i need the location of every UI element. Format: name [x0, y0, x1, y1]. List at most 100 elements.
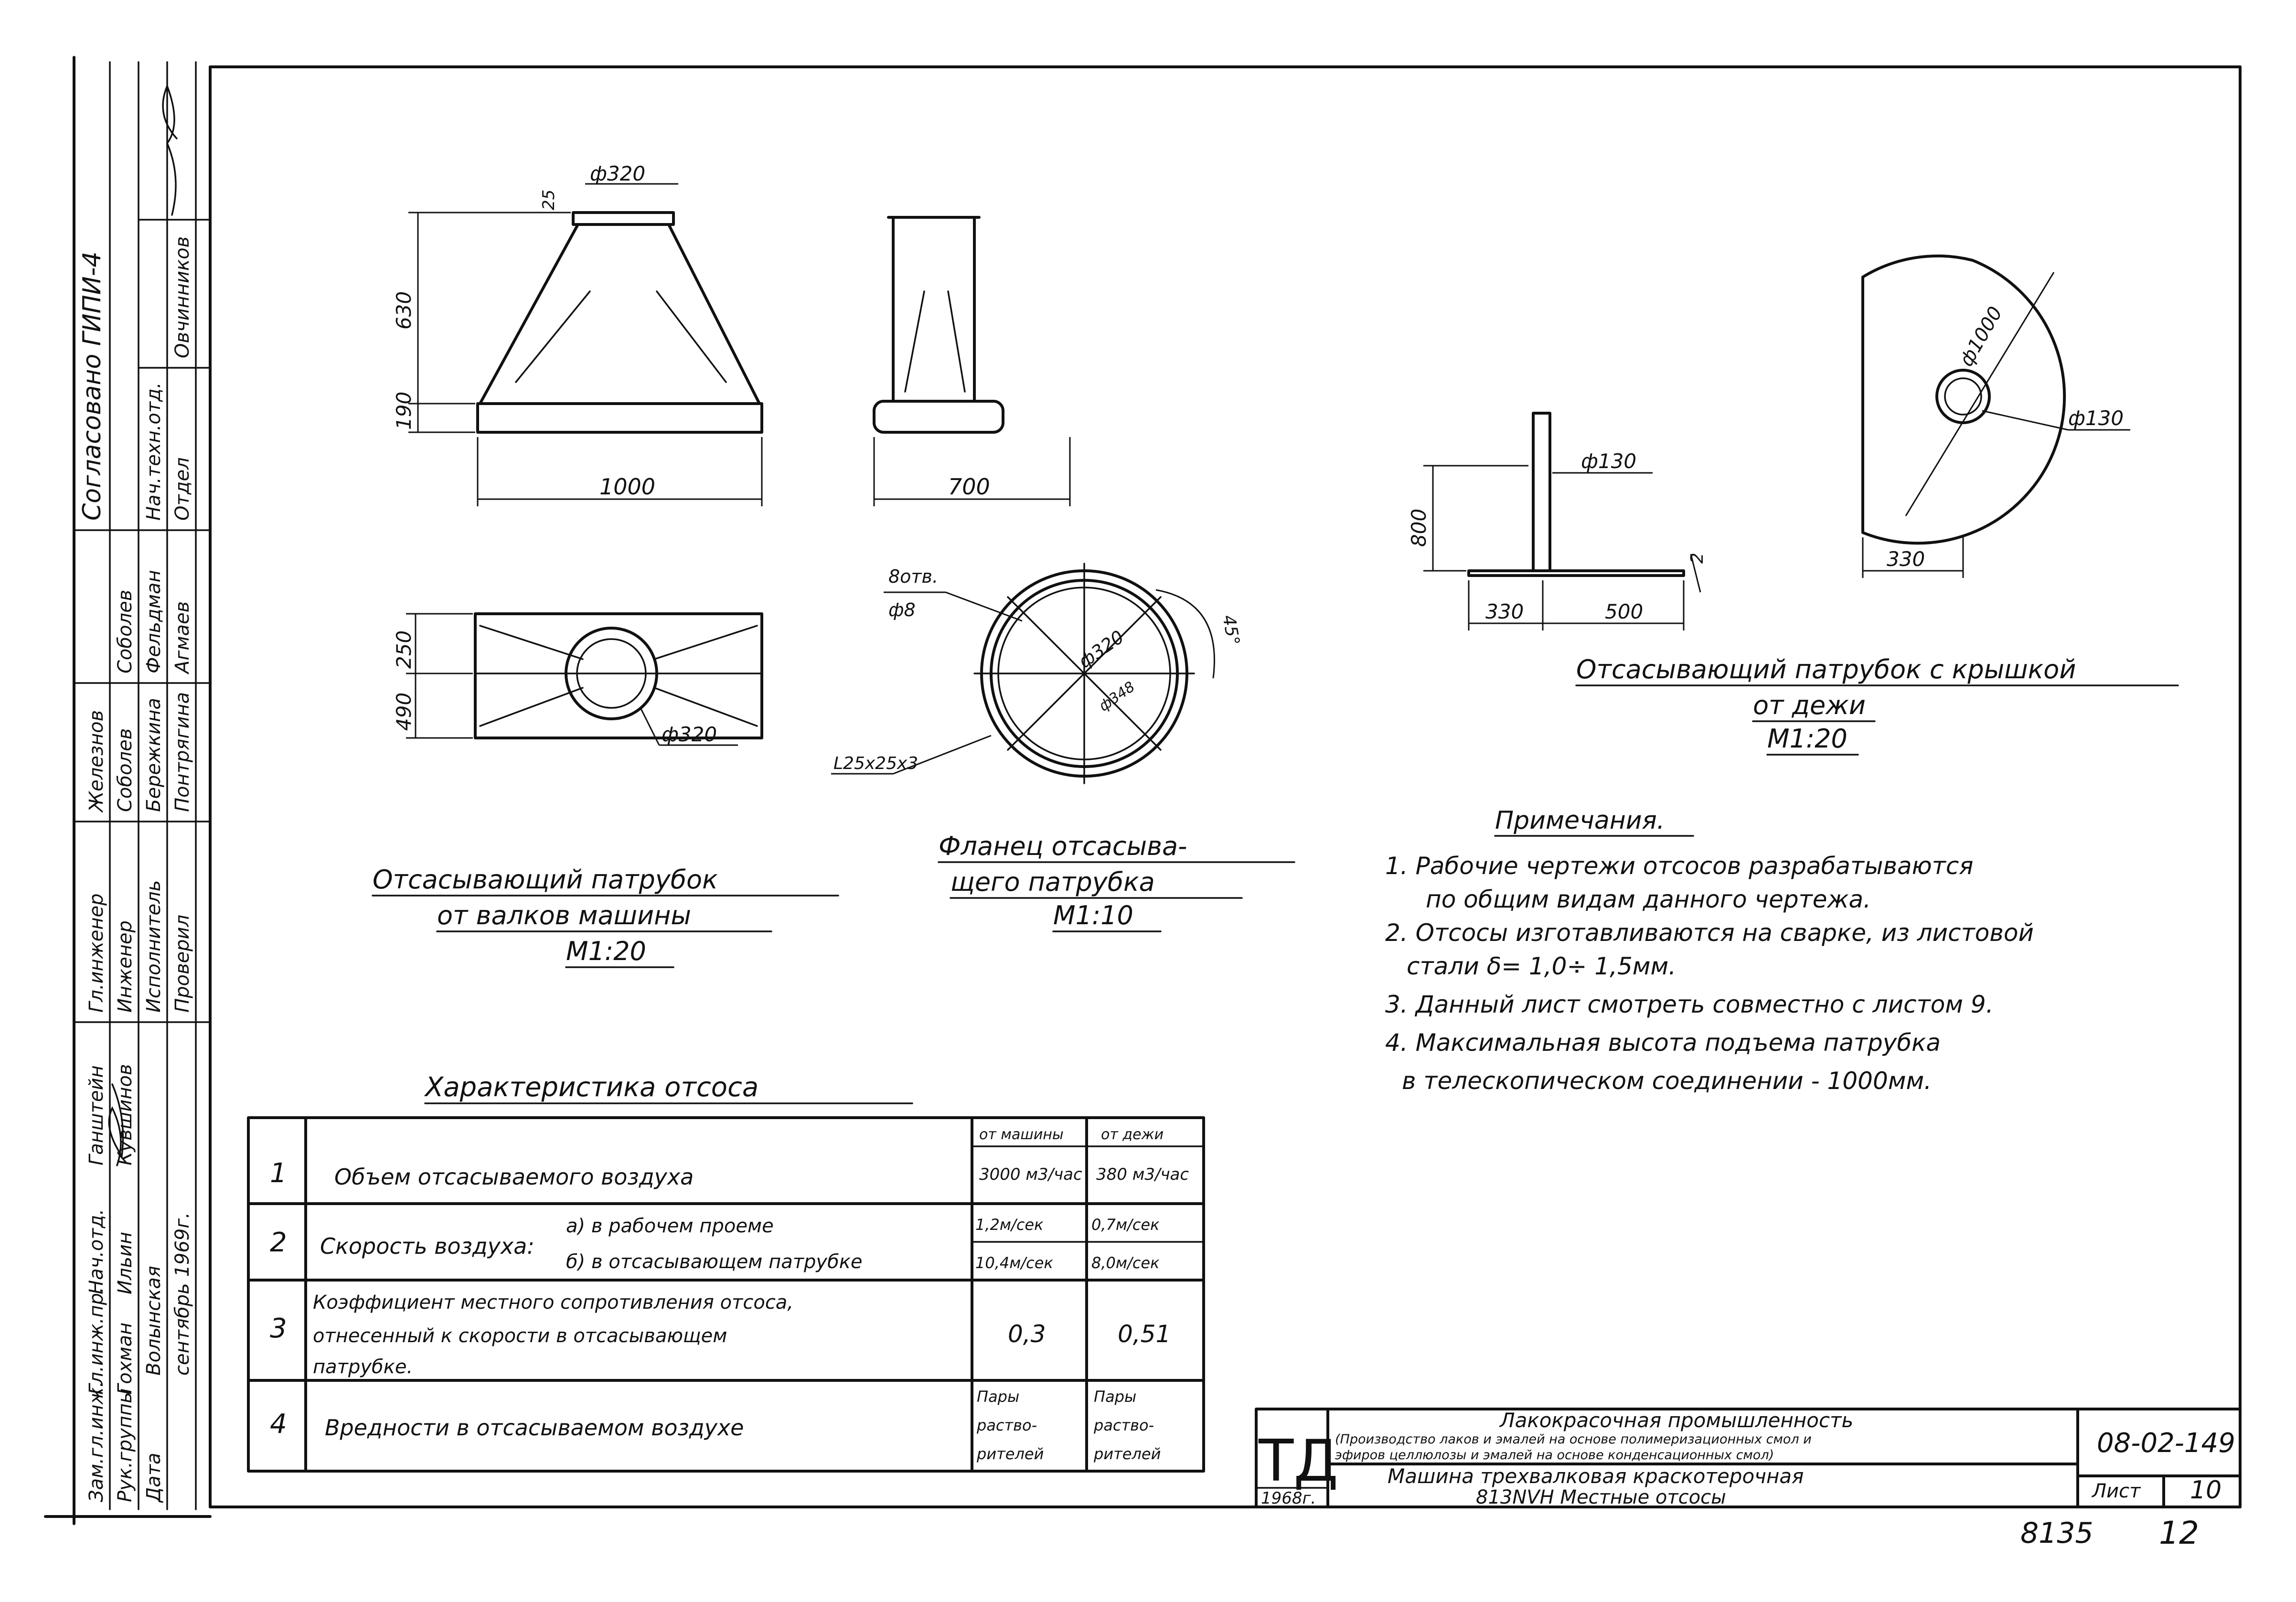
- svg-text:Дата: Дата: [143, 1452, 165, 1503]
- stamp-col-2: Рук.группы Дата Ганштейн Кувшинов Гохман…: [85, 1064, 165, 1503]
- svg-text:от дежи: от дежи: [1753, 690, 1866, 720]
- dim-angle-profile: L25x25x3: [833, 754, 918, 773]
- row4-a3: рителей: [976, 1445, 1044, 1463]
- dim-depth: 700: [948, 474, 990, 500]
- svg-text:М1:20: М1:20: [566, 936, 646, 966]
- row4-a1: Пары: [977, 1388, 1019, 1406]
- dim-plan-a-bath: 330: [1887, 547, 1925, 571]
- dim-angle: 45°: [1218, 613, 1243, 647]
- hood-machine-side: [873, 216, 1071, 506]
- note-4b: в телескопическом соединении - 1000мм.: [1402, 1067, 1932, 1095]
- row2-sub1: а) в рабочем проеме: [566, 1215, 774, 1237]
- svg-text:М1:20: М1:20: [1767, 724, 1847, 754]
- svg-text:Отсасывающий патрубок с крышко: Отсасывающий патрубок с крышкой: [1576, 654, 2076, 684]
- caption-hood-machine: Отсасывающий патрубок от валков машины М…: [372, 865, 839, 968]
- svg-text:Агмаев: Агмаев: [171, 601, 193, 675]
- svg-text:Соболев: Соболев: [114, 590, 136, 673]
- note-1b: по общим видам данного чертежа.: [1426, 886, 1871, 913]
- dim-d-inner: ф320: [1075, 626, 1128, 672]
- dim-d-pipe: ф130: [1581, 449, 1636, 473]
- row4-num: 4: [270, 1409, 287, 1440]
- note-2a: 2. Отсосы изготавливаются на сварке, из …: [1385, 919, 2034, 947]
- row2-num: 2: [270, 1227, 287, 1258]
- svg-text:Рук.группы: Рук.группы: [114, 1388, 136, 1502]
- dim-plan-d: ф320: [662, 723, 717, 746]
- characteristics-title-group: Характеристика отсоса: [424, 1072, 913, 1104]
- dim-holes-d: ф8: [888, 599, 916, 620]
- svg-text:щего патрубка: щего патрубка: [950, 867, 1155, 897]
- svg-text:Гл.инженер: Гл.инженер: [85, 893, 107, 1013]
- caption-flange: Фланец отсасыва- щего патрубка М1:10: [938, 831, 1295, 932]
- svg-text:Нач.техн.отд.: Нач.техн.отд.: [143, 382, 165, 521]
- dim-height: 800: [1407, 509, 1431, 547]
- row4-a2: раство-: [976, 1416, 1037, 1434]
- notes-title: Примечания.: [1495, 806, 1665, 835]
- dim-d-cover: ф1000: [1955, 303, 2007, 370]
- row4-b1: Пары: [1094, 1388, 1136, 1406]
- stamp-col-4: Соболев Фельдман Агмаев Нач.техн.отд. От…: [114, 236, 193, 675]
- dim-plan-b: 490: [392, 693, 416, 731]
- svg-text:Железнов: Железнов: [85, 710, 107, 813]
- svg-text:Отдел: Отдел: [171, 457, 193, 521]
- row3-label2: отнесенный к скорости в отсасывающем: [313, 1325, 727, 1347]
- svg-text:Гл.инж.пр.: Гл.инж.пр.: [85, 1287, 107, 1395]
- svg-text:Понтрягина: Понтрягина: [171, 692, 193, 812]
- row2-sub2: б) в отсасывающем патрубке: [566, 1251, 863, 1273]
- svg-text:Исполнитель: Исполнитель: [143, 880, 165, 1013]
- tb-year: 1968г.: [1261, 1489, 1316, 1508]
- svg-text:Волынская: Волынская: [143, 1266, 165, 1376]
- dim-t: 2: [1687, 553, 1707, 564]
- dim-holes-count: 8отв.: [888, 566, 938, 587]
- signature-1: [108, 1083, 124, 1166]
- agreed-title: Согласовано ГИПИ-4: [78, 251, 107, 521]
- svg-text:от валков машины: от валков машины: [437, 900, 691, 930]
- row3-label3: патрубке.: [313, 1356, 413, 1378]
- stamp-col-1: Зам.гл.инж. Гл.инж.пр. Нач.отд.: [85, 1209, 107, 1502]
- dim-h-flange: 25: [539, 190, 558, 210]
- tb-doc-code: 08-02-149: [2097, 1428, 2235, 1459]
- row3-label1: Коэффициент местного сопротивления отсос…: [313, 1292, 793, 1314]
- svg-text:Ильин: Ильин: [114, 1232, 136, 1294]
- dim-d-pipe-plan: ф130: [2068, 406, 2124, 430]
- tb-industry-sub1: (Производство лаков и эмалей на основе п…: [1335, 1432, 1812, 1447]
- caption-hood-bath: Отсасывающий патрубок с крышкой от дежи …: [1575, 654, 2179, 756]
- stamp-col-3: Гл.инженер Инженер Исполнитель Проверил …: [85, 692, 193, 1013]
- dim-d-bolt: ф348: [1096, 678, 1138, 715]
- svg-text:Фельдман: Фельдман: [143, 570, 165, 673]
- row1-b: 380 м3/час: [1096, 1165, 1189, 1184]
- hood-bath-side: [1423, 412, 1701, 630]
- dim-h-base: 190: [392, 392, 416, 430]
- notes: Примечания. 1. Рабочие чертежи отсосов р…: [1385, 806, 2034, 1095]
- note-3: 3. Данный лист смотреть совместно с лист…: [1385, 991, 1994, 1018]
- row2-label: Скорость воздуха:: [320, 1233, 534, 1259]
- tb-machine-1: Машина трехвалковая краскотерочная: [1388, 1464, 1804, 1488]
- row2-b1: 0,7м/сек: [1091, 1216, 1160, 1234]
- dim-h-cone: 630: [392, 291, 416, 330]
- row4-b2: раство-: [1093, 1416, 1154, 1434]
- characteristics-title: Характеристика отсоса: [424, 1072, 758, 1103]
- note-4a: 4. Максимальная высота подъема патрубка: [1385, 1029, 1941, 1057]
- tb-page-no: 12: [2159, 1515, 2199, 1551]
- svg-text:Ганштейн: Ганштейн: [85, 1065, 107, 1165]
- note-1a: 1. Рабочие чертежи отсосов разрабатывают…: [1385, 852, 1973, 880]
- tb-industry: Лакокрасочная промышленность: [1499, 1409, 1853, 1432]
- hood-machine-plan: [406, 612, 763, 746]
- col-header-bath: от дежи: [1101, 1126, 1164, 1143]
- td-logo: ТД: [1258, 1428, 1338, 1495]
- dim-plan-a: 250: [392, 630, 416, 669]
- dim-a: 330: [1485, 600, 1524, 623]
- tb-sheet-no: 10: [2190, 1476, 2221, 1505]
- svg-text:Инженер: Инженер: [114, 920, 136, 1013]
- col-header-machine: от машины: [979, 1126, 1064, 1143]
- tb-machine-2: 813NVH Местные отсосы: [1476, 1486, 1726, 1508]
- dim-width: 1000: [599, 474, 655, 500]
- svg-text:Отсасывающий патрубок: Отсасывающий патрубок: [373, 865, 718, 895]
- row3-b: 0,51: [1118, 1320, 1171, 1348]
- title-block: [1255, 1408, 2242, 1508]
- dim-b: 500: [1605, 600, 1643, 623]
- row1-a: 3000 м3/час: [979, 1165, 1082, 1184]
- row1-num: 1: [270, 1158, 287, 1189]
- row4-b3: рителей: [1093, 1445, 1161, 1463]
- tb-sheet-label: Лист: [2091, 1480, 2141, 1502]
